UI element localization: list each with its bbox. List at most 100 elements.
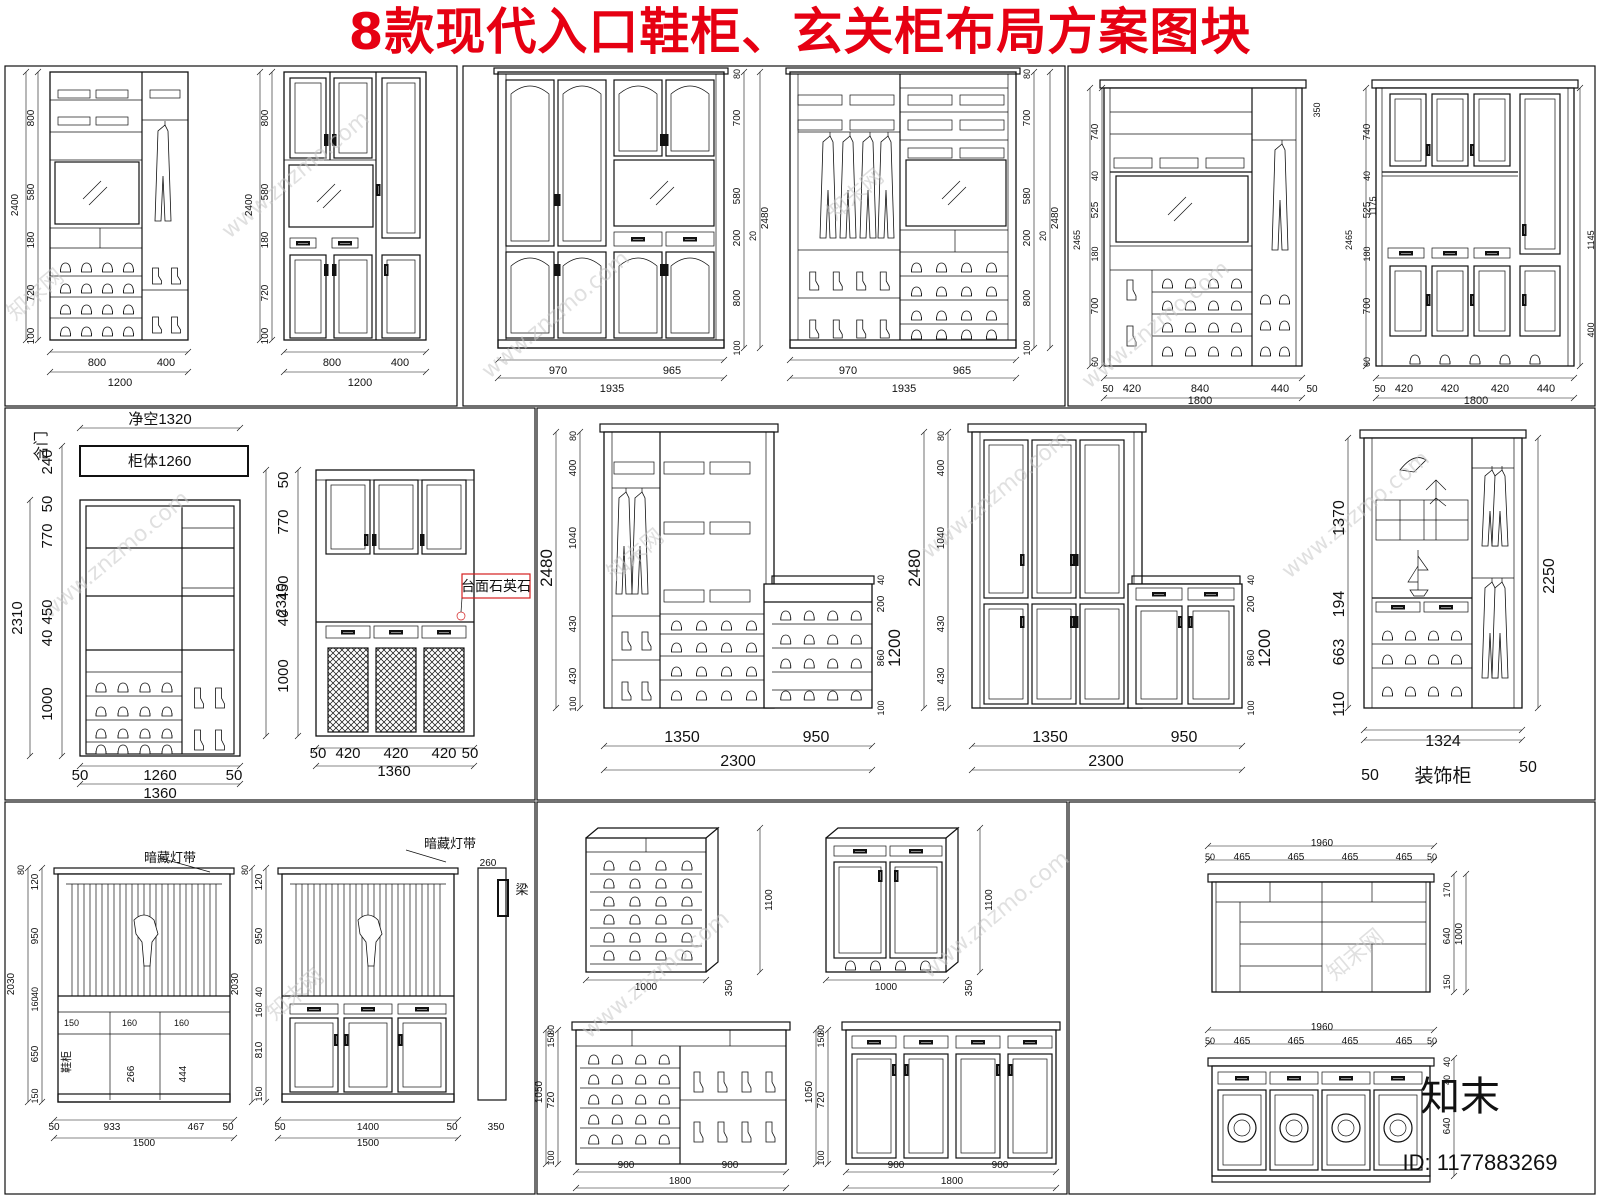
shoe-detail — [780, 617, 792, 620]
round-medallion — [1331, 1113, 1361, 1143]
dimension-tick — [786, 374, 794, 382]
dimension-label: 150 — [816, 1032, 826, 1047]
hanging-coat — [1271, 143, 1289, 251]
shoe-detail — [117, 713, 129, 716]
dimension-tick — [422, 368, 430, 376]
round-medallion — [1279, 1113, 1309, 1143]
lattice-line — [439, 707, 465, 733]
shoe-pair — [655, 932, 667, 943]
lattice-line — [375, 713, 395, 733]
shoe-pair — [827, 658, 839, 669]
door-panel — [505, 251, 555, 339]
dimension-label: 840 — [1191, 383, 1209, 395]
box — [849, 119, 895, 131]
door-inset — [378, 484, 414, 550]
lattice-line — [423, 665, 465, 707]
lattice-line — [351, 647, 369, 665]
shoe-detail — [1185, 285, 1196, 288]
lattice-line — [327, 689, 369, 731]
door-inset — [1222, 1094, 1262, 1166]
shoe-detail — [1279, 353, 1290, 356]
dimension-label: 2480 — [1050, 206, 1061, 229]
dimension-tick — [1576, 84, 1584, 92]
dimension-label: 1800 — [669, 1176, 692, 1187]
dimension-tick — [22, 336, 30, 344]
mirror-panel — [288, 164, 374, 228]
shoe-detail — [721, 649, 732, 652]
dimension-label: 50 — [275, 472, 292, 489]
lattice-line — [453, 647, 465, 659]
shoe-pair — [629, 932, 641, 943]
box — [907, 94, 953, 106]
door-handle — [892, 1064, 897, 1076]
door-inset — [1524, 98, 1556, 250]
dimension-label: 1960 — [1311, 838, 1334, 849]
dimension-label: 900 — [618, 1160, 635, 1171]
dimension-label: 900 — [992, 1160, 1009, 1171]
drawer-handle — [415, 1007, 429, 1012]
shoe-pair — [655, 896, 667, 907]
door-inset — [1036, 444, 1072, 594]
dimension-label: 1800 — [1188, 395, 1212, 407]
shoe-pair — [611, 1054, 623, 1065]
door-handle — [1426, 144, 1431, 156]
ship-ornament — [1407, 550, 1429, 597]
dimension-label: 1350 — [664, 729, 700, 746]
shoe-detail — [611, 1061, 623, 1064]
shoe-pair — [681, 914, 693, 925]
door-panel — [373, 479, 419, 555]
shoe-pair — [655, 914, 667, 925]
dimension-label: 1175 — [1368, 196, 1378, 215]
dimension-label: 350 — [964, 979, 975, 996]
lattice-line — [399, 647, 417, 665]
elephant-ornament — [357, 914, 383, 967]
door-panel — [1079, 603, 1125, 705]
door-inset — [894, 866, 938, 954]
dimension-tick — [76, 780, 84, 788]
dimension-label: 950 — [254, 927, 265, 944]
dimension-label: 160 — [174, 1018, 189, 1028]
shoe-detail — [81, 333, 92, 336]
shoe-detail — [911, 336, 922, 339]
shoe-pair — [780, 658, 792, 669]
lattice-line — [349, 713, 369, 733]
dimension-tick — [824, 1026, 832, 1034]
drawer — [665, 231, 715, 247]
shoe-cabinet-tag: 鞋柜 — [59, 1051, 73, 1073]
shoe-pair — [161, 728, 173, 739]
door-inset — [402, 1022, 442, 1088]
shoe-pair — [721, 620, 732, 631]
door-handle — [344, 1034, 349, 1046]
shoe-detail — [123, 269, 134, 272]
dimension-label: 50 — [446, 1122, 458, 1133]
shoe-detail — [603, 939, 615, 942]
shoe-detail — [102, 311, 113, 314]
dimension-tick — [274, 1134, 282, 1142]
shoe-detail — [1428, 693, 1439, 696]
dimension-label: 465 — [1342, 1036, 1359, 1047]
dimension-label: 40 — [39, 630, 56, 647]
shoe-detail — [629, 957, 641, 960]
dimension-tick — [720, 374, 728, 382]
shoe-detail — [1451, 661, 1462, 664]
dimension-tick — [312, 744, 320, 752]
shoe-detail — [961, 336, 972, 339]
dimension-tick — [600, 766, 608, 774]
door-handle — [372, 534, 377, 546]
shoe-pair — [117, 744, 129, 755]
shoe-pair — [635, 1114, 647, 1125]
shoe-pair — [139, 744, 151, 755]
dimension-tick — [740, 68, 748, 76]
shoe-pair — [1279, 320, 1290, 331]
door-handle — [398, 1034, 403, 1046]
dimension-tick — [494, 356, 502, 364]
dimension-label: 1360 — [377, 763, 410, 780]
drawer-handle — [361, 1007, 375, 1012]
shoe-detail — [1208, 307, 1219, 310]
door-panel — [1079, 439, 1125, 599]
shoe-detail — [611, 1141, 623, 1144]
dimension-label: 40 — [1442, 1075, 1452, 1085]
dimension-label: 1000 — [275, 659, 292, 692]
dimension-label: 1370 — [1331, 500, 1348, 536]
note-box — [461, 573, 531, 599]
